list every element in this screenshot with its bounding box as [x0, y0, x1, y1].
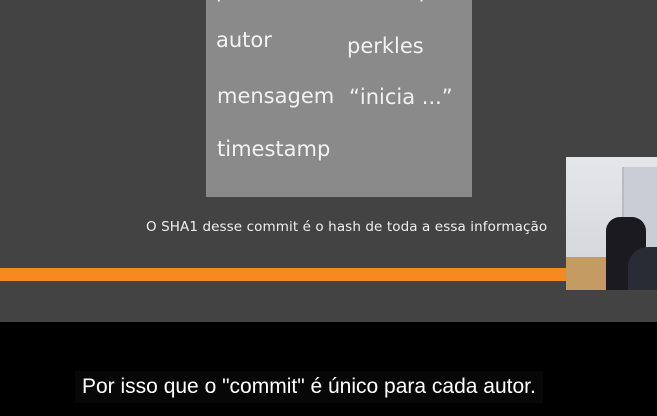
subtitle-caption: Por isso que o "commit" é único para cad… — [75, 371, 543, 403]
video-slide: parente a98acq1 autor perkles mensagem “… — [0, 0, 657, 322]
field-label-parente: parente — [216, 0, 298, 2]
field-value-mensagem: “inicia ...” — [349, 85, 453, 109]
field-label-autor: autor — [216, 28, 272, 52]
subtitle-area: Por isso que o "commit" é único para cad… — [0, 322, 657, 416]
field-value-autor: perkles — [347, 34, 424, 58]
slide-note: O SHA1 desse commit é o hash de toda a e… — [146, 219, 548, 235]
webcam-overlay — [566, 157, 657, 290]
field-value-parente: a98acq1 — [347, 0, 438, 2]
field-label-timestamp: timestamp — [217, 137, 331, 161]
field-label-mensagem: mensagem — [217, 84, 335, 108]
accent-bar — [0, 268, 657, 281]
commit-info-card: parente a98acq1 autor perkles mensagem “… — [206, 0, 472, 197]
webcam-person — [628, 247, 657, 290]
